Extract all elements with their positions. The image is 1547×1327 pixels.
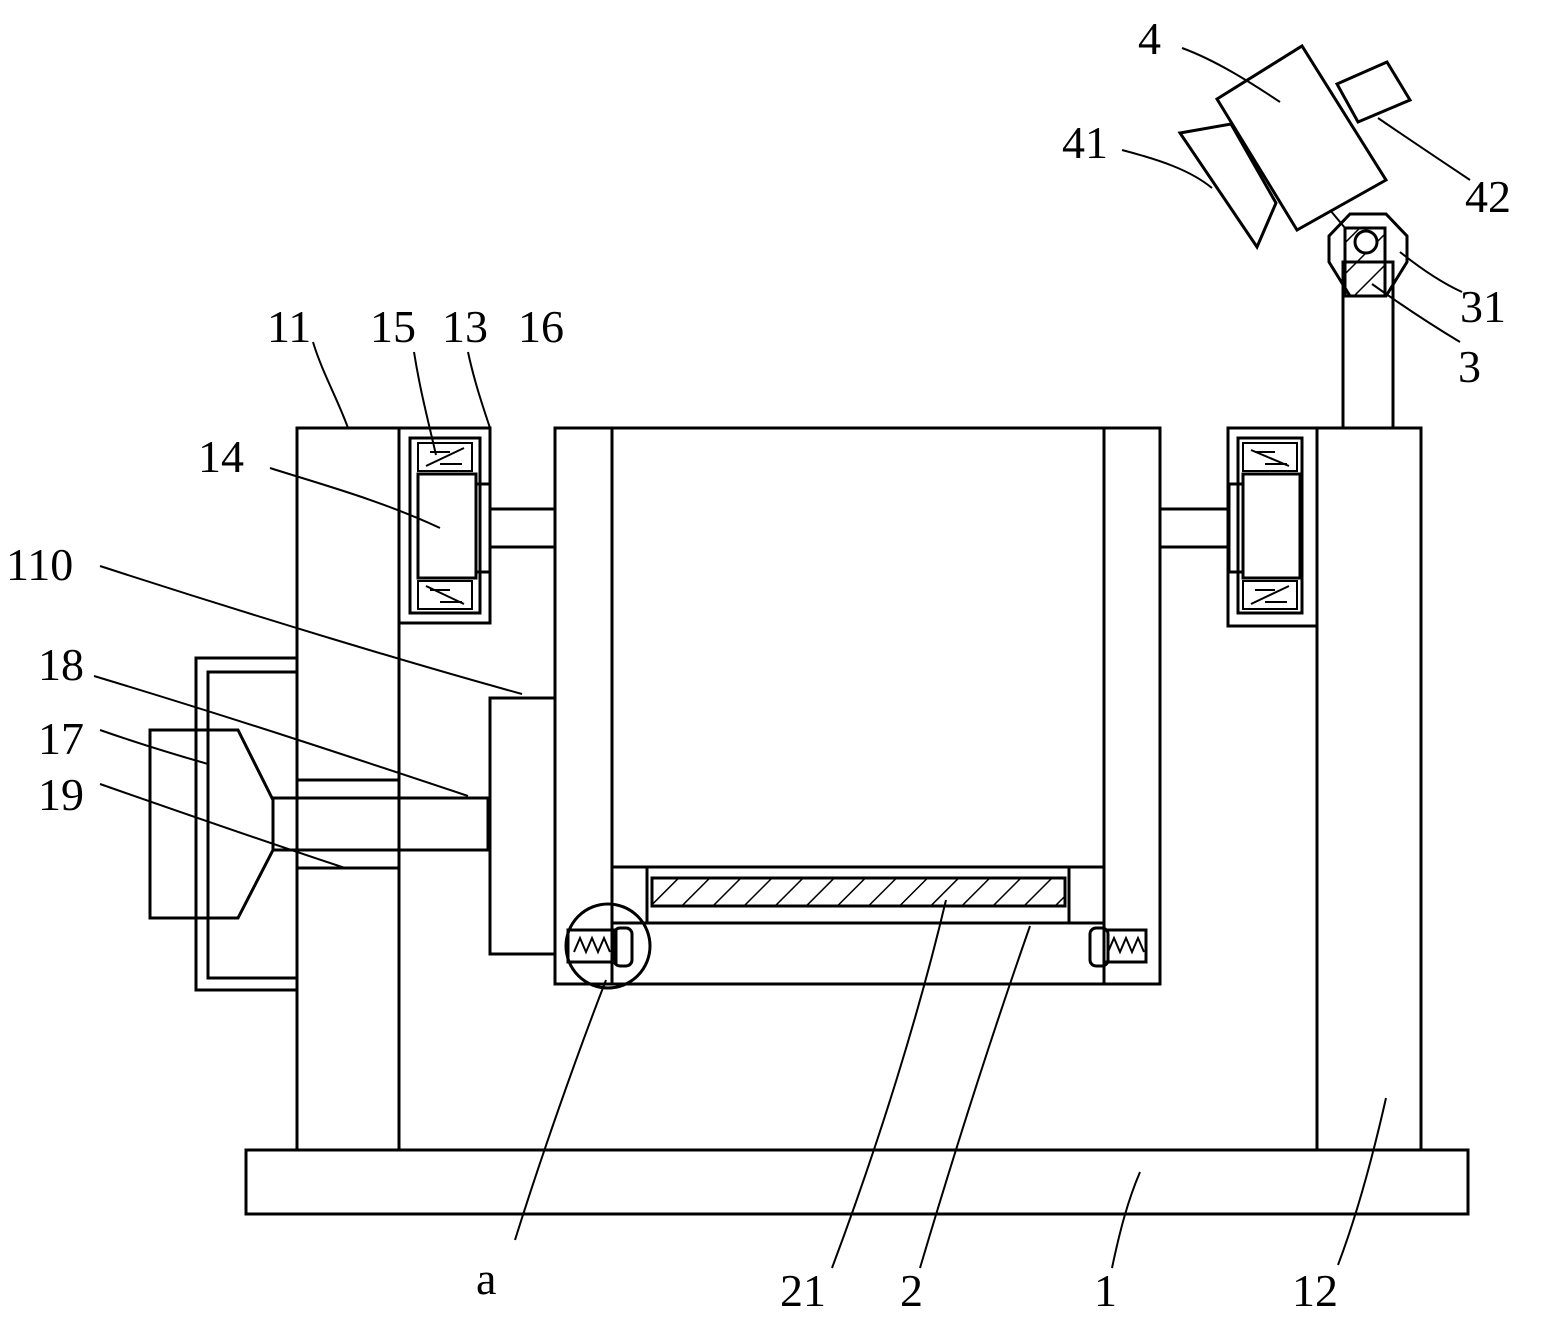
- label-110: 110: [6, 539, 73, 590]
- label-16: 16: [518, 301, 564, 352]
- right-spring-clamp: [1088, 926, 1148, 968]
- label-3: 3: [1458, 341, 1481, 392]
- right-bearing-housing: [1158, 436, 1304, 615]
- label-18: 18: [38, 639, 84, 690]
- label-19: 19: [38, 769, 84, 820]
- label-21: 21: [780, 1265, 826, 1316]
- left-spring-clamp: [564, 902, 652, 990]
- camera: [1177, 43, 1413, 251]
- reference-labels: 4 41 42 31 3 11 15 13 16 14 110 18 17 19…: [6, 13, 1511, 1316]
- label-42: 42: [1465, 171, 1511, 222]
- label-4: 4: [1138, 13, 1161, 64]
- label-31: 31: [1460, 281, 1506, 332]
- label-12: 12: [1292, 1265, 1338, 1316]
- label-17: 17: [38, 713, 84, 764]
- label-14: 14: [198, 431, 244, 482]
- label-11: 11: [267, 301, 311, 352]
- label-15: 15: [370, 301, 416, 352]
- base-plate: [244, 1148, 1470, 1216]
- drive-assembly: [148, 656, 555, 992]
- label-13: 13: [442, 301, 488, 352]
- clamp-plate: [610, 865, 1106, 925]
- hatched-pad: [650, 876, 1067, 908]
- leader-lines: [93, 47, 1471, 1269]
- left-bearing-housing: [408, 436, 557, 615]
- camera-post: [1327, 212, 1409, 430]
- right-column: [1226, 426, 1423, 1152]
- label-2: 2: [900, 1265, 923, 1316]
- left-column: [295, 426, 492, 1152]
- label-41: 41: [1062, 117, 1108, 168]
- label-1: 1: [1094, 1265, 1117, 1316]
- label-a: a: [476, 1253, 496, 1304]
